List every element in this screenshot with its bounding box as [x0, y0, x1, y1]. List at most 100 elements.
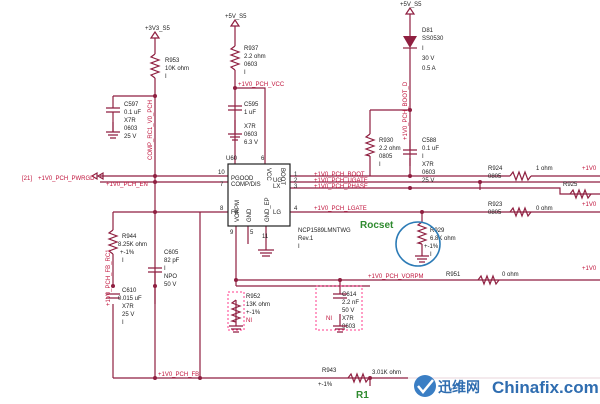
r944-ref: R944 — [122, 234, 137, 240]
r929-tol: +-1% — [424, 244, 439, 250]
r924-val: 1 ohm — [536, 166, 553, 172]
net-boot: +1V0_PCH_BOOT — [314, 172, 365, 178]
c610-ref: C610 — [122, 288, 137, 294]
ic-pin-gnd: GND — [247, 208, 253, 222]
ground-symbols — [106, 131, 429, 333]
r930-inst: I — [379, 162, 381, 168]
c605-ref: C605 — [164, 250, 179, 256]
r953-inst: I — [165, 74, 167, 80]
d81-volt: 30 V — [422, 56, 434, 62]
c610-volt: 25 V — [122, 312, 134, 318]
ic-pin-lx: LX — [273, 184, 280, 190]
r924-pkg: 0805 — [488, 174, 502, 180]
r930-symbol — [363, 133, 376, 157]
ic-pinnum-5: 5 — [250, 230, 254, 236]
ic-pinnum-1: 1 — [294, 172, 298, 178]
r925-symbol — [569, 188, 592, 200]
r952-ni-box — [227, 291, 245, 331]
ic-ref: U60 — [226, 156, 238, 162]
r951-ref: R951 — [446, 272, 461, 278]
c597-volt: 25 V — [124, 134, 136, 140]
r951-symbol — [477, 274, 500, 286]
power-flags — [149, 6, 416, 39]
c588-ref: C588 — [422, 138, 437, 144]
r937-ref: R937 — [244, 46, 259, 52]
r924-ref: R924 — [488, 166, 503, 172]
c614-ni-box — [315, 285, 363, 331]
d81-ref: D81 — [422, 28, 434, 34]
c605-volt: 50 V — [164, 282, 176, 288]
ic-pin-fb: FB — [231, 210, 239, 216]
ic-part: NCP1589LMNTWG — [298, 228, 351, 234]
d81-inst: I — [422, 46, 424, 52]
ic-u60-body — [227, 163, 291, 227]
watermark-en: Chinafix.com — [492, 378, 599, 397]
r925-ref: R925 — [563, 182, 578, 188]
net-vcc: +1V0_PCH_VCC — [238, 82, 285, 88]
c610-die: X7R — [122, 304, 134, 310]
r930-pkg: 0805 — [379, 154, 393, 160]
c597-pkg: 0603 — [124, 126, 138, 132]
c595-pkg: 0603 — [244, 132, 258, 138]
net-v5-vcc: +5V_S5 — [225, 14, 247, 20]
c588-val: 0.1 uF — [422, 146, 439, 152]
net-pwrgd: +1V0_PCH_PWRGD — [38, 176, 95, 182]
net-out3: +1V0 — [582, 266, 597, 272]
r953-val: 10K ohm — [165, 66, 189, 72]
r951-val: 0 ohm — [502, 272, 519, 278]
c595-ref: C595 — [244, 102, 259, 108]
r923-ref: R923 — [488, 202, 503, 208]
net-vorpm: +1V0_PCH_VORPM — [368, 274, 424, 280]
c588-pkg: 0603 — [422, 170, 436, 176]
c614-ni: NI — [326, 316, 332, 322]
junction-dots — [111, 86, 482, 380]
net-phase: +1V0_PCH_PHASE — [314, 184, 368, 190]
r943-symbol — [347, 372, 370, 384]
c614-val: 2.2 nF — [342, 300, 359, 306]
r952-ni: NI — [246, 318, 252, 324]
c597-die: X7R — [124, 118, 136, 124]
r929-inst: I — [430, 252, 432, 258]
r944-inst: I — [122, 258, 124, 264]
r952-tol: +-1% — [246, 310, 261, 316]
ic-pin-pgood: PGOOD — [231, 176, 254, 182]
c588-volt: 25 V — [422, 178, 434, 184]
r937-inst: I — [244, 70, 246, 76]
ic-inst: I — [298, 244, 300, 250]
r930-ref: R930 — [379, 138, 394, 144]
ic-pin-boot: BOOT — [279, 168, 285, 185]
r937-symbol — [229, 45, 241, 71]
r929-val: 6.8K ohm — [430, 236, 456, 242]
rocset-annotation: Rocset — [360, 220, 394, 231]
r923-pkg: 0805 — [488, 210, 502, 216]
c614-ref: C614 — [342, 292, 357, 298]
net-v5-boot: +5V_S5 — [400, 2, 422, 8]
c614-die: X7R — [342, 316, 354, 322]
c588-symbol — [403, 149, 417, 155]
ic-pinnum-8: 8 — [220, 206, 224, 212]
ic-pinnum-4: 4 — [294, 206, 298, 212]
c595-die: X7R — [244, 124, 256, 130]
ic-pin-comp: COMP/DIS — [231, 182, 261, 188]
r924-symbol — [509, 170, 532, 182]
c605-die: NPO — [164, 274, 177, 280]
c614-symbol — [333, 293, 347, 299]
c588-die: X7R — [422, 162, 434, 168]
net-lgate: +1V0_PCH_LGATE — [314, 206, 367, 212]
c614-volt: 50 V — [342, 308, 354, 314]
r923-val: 0 ohm — [536, 206, 553, 212]
watermark — [408, 370, 600, 404]
rocset-highlight-circle — [395, 221, 441, 267]
r937-pkg: 0603 — [244, 62, 258, 68]
net-v33: +3V3_S5 — [145, 26, 171, 32]
r929-ref: R929 — [430, 228, 445, 234]
net-ugate: +1V0_PCH_UGATE — [314, 178, 368, 184]
net-boot-d: +1V0_PCH_BOOT_D — [403, 81, 409, 140]
ic-pinnum-7: 7 — [220, 182, 224, 188]
c595-val: 1 uF — [244, 110, 256, 116]
d81-symbol — [403, 36, 417, 49]
r943-tol: +-1% — [318, 382, 333, 388]
r944-val: 8.25K ohm — [118, 242, 147, 248]
c595-volt: 6.3 V — [244, 140, 258, 146]
r930-val: 2.2 ohm — [379, 146, 401, 152]
